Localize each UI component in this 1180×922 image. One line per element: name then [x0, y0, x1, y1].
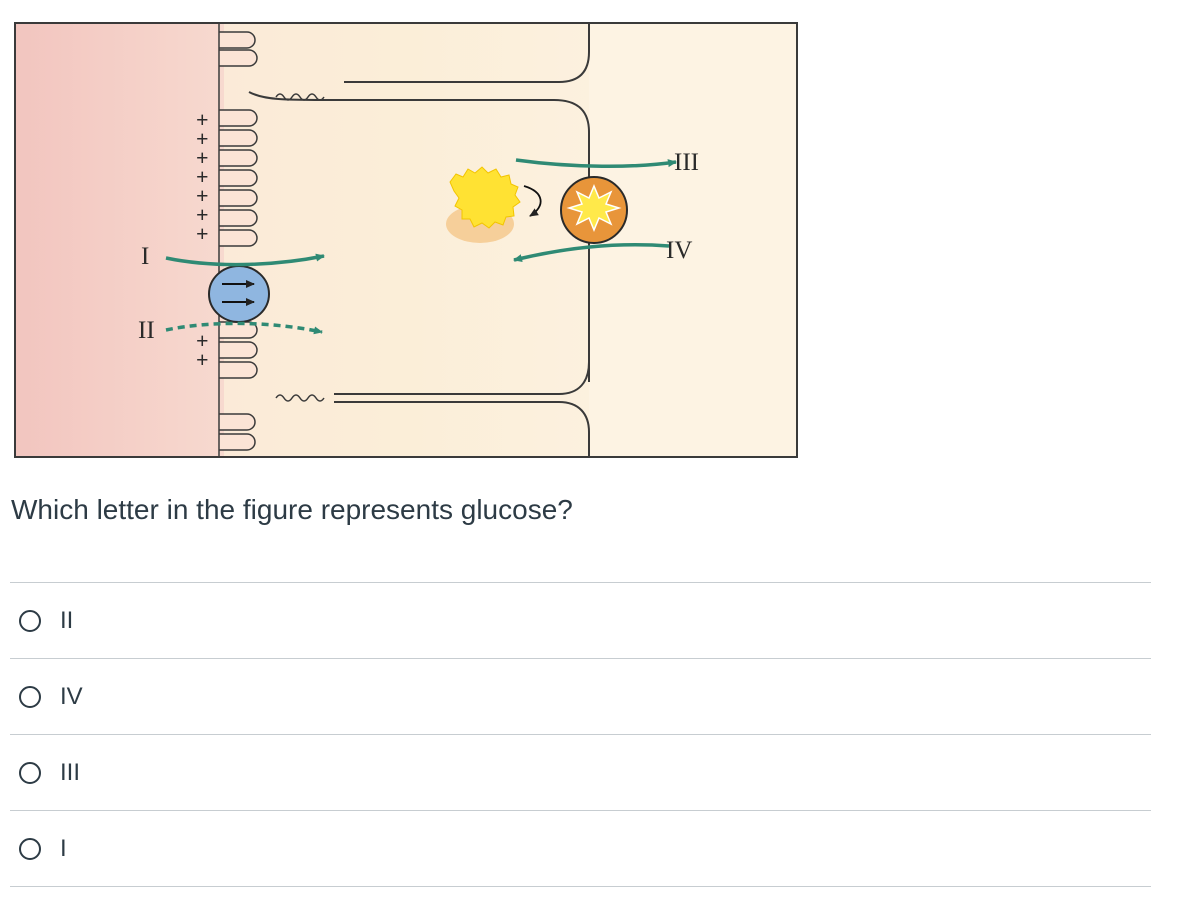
label-ii: II [138, 317, 155, 344]
lumen-region [14, 22, 224, 458]
figure-frame [14, 22, 798, 458]
label-i: I [141, 243, 149, 270]
radio-button[interactable] [19, 609, 41, 632]
question-text: Which letter in the figure represents gl… [11, 494, 573, 525]
upper-cell-membrane [248, 91, 590, 382]
symporter-protein [208, 265, 270, 323]
svg-text:+: + [196, 202, 209, 227]
basolateral-pump [560, 176, 628, 244]
svg-text:+: + [196, 164, 209, 189]
answer-option-iii[interactable]: III [10, 735, 1151, 811]
conversion-arrow [523, 185, 542, 217]
label-iv: IV [666, 237, 692, 264]
svg-text:+: + [196, 221, 209, 246]
answer-label: II [60, 606, 74, 634]
arrow-iv [513, 243, 670, 263]
label-iii: III [674, 149, 699, 176]
svg-text:+: + [196, 107, 209, 132]
positive-charges: + + + + + + + + + [196, 107, 209, 372]
radio-button[interactable] [19, 837, 41, 860]
svg-text:+: + [196, 347, 209, 372]
arrow-i [165, 253, 325, 267]
answer-option-iv[interactable]: IV [10, 659, 1151, 735]
svg-text:+: + [196, 126, 209, 151]
answer-option-i[interactable]: I [10, 811, 1151, 887]
tight-junction-top [275, 93, 325, 101]
svg-text:+: + [196, 183, 209, 208]
answer-label: IV [60, 682, 83, 710]
cell-transport-diagram: + + + + + + + + + [14, 22, 798, 458]
microvilli [219, 31, 258, 451]
lower-cell-membrane [334, 401, 590, 458]
svg-text:+: + [196, 328, 209, 353]
answer-label: III [60, 758, 81, 786]
glucose-shape [449, 166, 521, 229]
answer-list: II IV III I [10, 582, 1151, 887]
arrow-ii [165, 321, 323, 335]
tight-junction-bottom [275, 394, 325, 402]
svg-text:+: + [196, 145, 209, 170]
answer-label: I [60, 834, 67, 862]
arrow-iii [515, 158, 677, 169]
answer-option-ii[interactable]: II [10, 583, 1151, 659]
radio-button[interactable] [19, 685, 41, 708]
radio-button[interactable] [19, 761, 41, 784]
